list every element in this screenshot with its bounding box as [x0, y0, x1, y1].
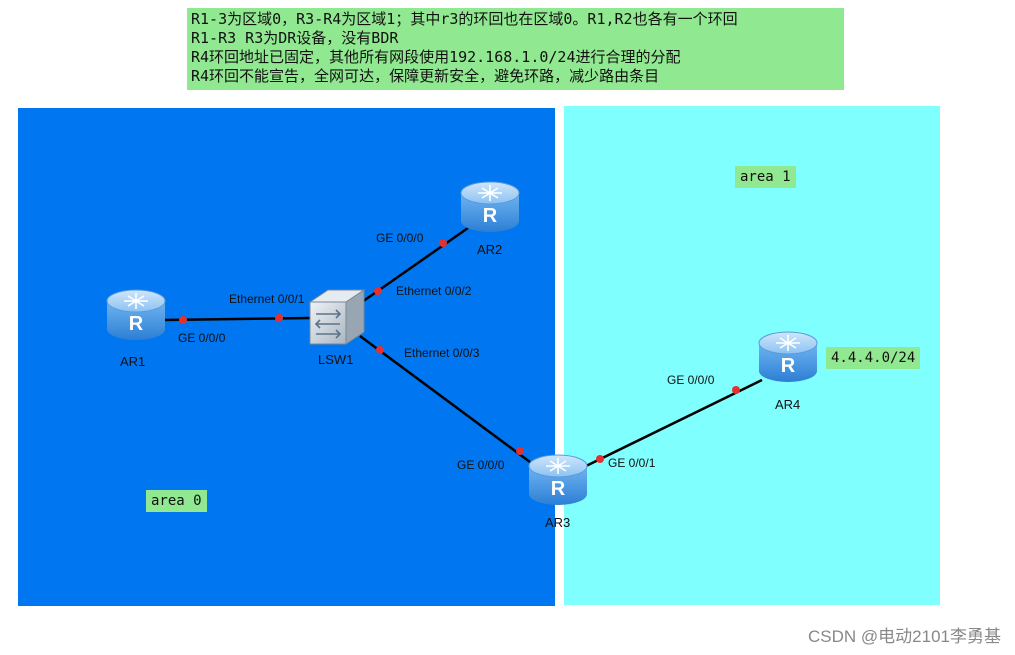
svg-text:R: R	[781, 355, 796, 377]
interface-label-ar1-ge000: GE 0/0/0	[178, 331, 226, 345]
port-dots	[179, 239, 740, 463]
note-line-2: R1-R3 R3为DR设备，没有BDR	[191, 29, 399, 47]
port-dot-ar3-ge001	[596, 455, 604, 463]
port-dot-ar2	[439, 239, 447, 247]
router-icon: R	[528, 454, 588, 505]
svg-text:R: R	[483, 205, 498, 227]
device-label-ar3: AR3	[545, 515, 571, 530]
interface-label-lsw1-e003: Ethernet 0/0/3	[404, 346, 480, 360]
area-0-label: area 0	[146, 490, 207, 512]
router-icon: R	[460, 181, 520, 232]
interface-label-lsw1-e002: Ethernet 0/0/2	[396, 284, 472, 298]
device-label-ar1: AR1	[120, 354, 146, 369]
link-lsw1-ar3	[359, 334, 531, 464]
link-ar3-ar4	[585, 378, 763, 468]
port-dot-ar4	[732, 386, 740, 394]
port-dot-lsw1-e002	[374, 287, 382, 295]
port-dot-lsw1-e003	[376, 346, 384, 354]
device-label-lsw1: LSW1	[318, 352, 354, 367]
router-icon: R	[758, 331, 818, 382]
requirements-note: R1-3为区域0，R3-R4为区域1；其中r3的环回也在区域0。R1,R2也各有…	[187, 8, 844, 90]
port-dot-lsw1-e001	[275, 314, 283, 322]
port-dot-ar1	[179, 316, 187, 324]
router-icon: R	[106, 289, 166, 340]
note-line-1: R1-3为区域0，R3-R4为区域1；其中r3的环回也在区域0。R1,R2也各有…	[191, 10, 738, 28]
interface-label-ar4-ge000: GE 0/0/0	[667, 373, 715, 387]
svg-text:R: R	[129, 313, 144, 335]
note-line-4: R4环回不能宣告，全网可达，保障更新安全，避免环路，减少路由条目	[191, 67, 660, 85]
area-1-label: area 1	[735, 166, 796, 188]
interface-label-ar2-ge000: GE 0/0/0	[376, 231, 424, 245]
device-label-ar4: AR4	[775, 397, 801, 412]
ar4-loopback-label: 4.4.4.0/24	[826, 347, 921, 369]
switch-icon	[308, 289, 366, 345]
note-line-3: R4环回地址已固定，其他所有网段使用192.168.1.0/24进行合理的分配	[191, 48, 681, 66]
svg-text:R: R	[551, 478, 566, 500]
watermark: CSDN @电动2101李勇基	[808, 627, 1001, 646]
port-dot-ar3-ge000	[516, 447, 524, 455]
interface-label-ar3-ge001: GE 0/0/1	[608, 456, 656, 470]
interface-label-ar3-ge000: GE 0/0/0	[457, 458, 505, 472]
device-label-ar2: AR2	[477, 242, 503, 257]
interface-label-lsw1-e001: Ethernet 0/0/1	[229, 292, 305, 306]
link-ar1-lsw1	[162, 316, 313, 322]
